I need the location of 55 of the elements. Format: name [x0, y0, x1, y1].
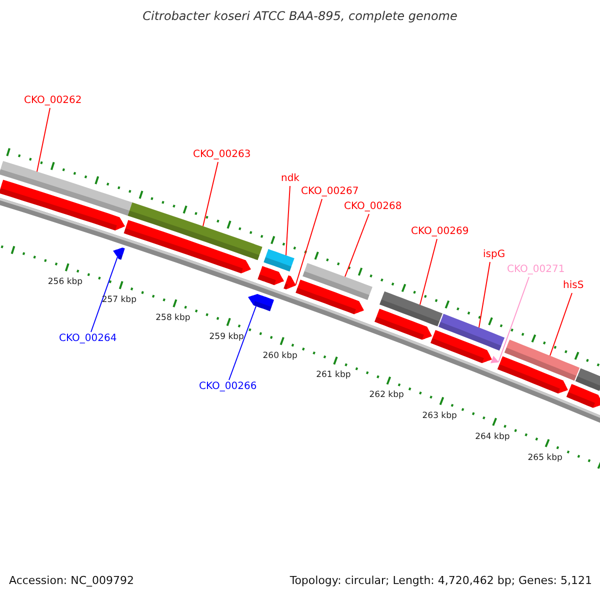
- title: Citrobacter koseri ATCC BAA-895, complete genome: [142, 9, 458, 23]
- leader-line: [286, 186, 290, 256]
- leader-line: [420, 238, 438, 306]
- gene-feature: [566, 384, 600, 408]
- gene-bar: [575, 368, 600, 391]
- leader-line: [550, 292, 572, 356]
- leader-line: [478, 262, 490, 328]
- gene-label: ndk: [281, 173, 300, 185]
- gene-feature: [124, 220, 251, 274]
- gene-bar: [302, 263, 372, 300]
- scale-label: 264 kbp: [475, 432, 510, 442]
- gene-bar: [0, 161, 132, 216]
- gene-feature: [374, 308, 432, 340]
- gene-feature: [497, 356, 568, 394]
- gene-feature: [0, 180, 125, 230]
- gene-bar: [264, 249, 294, 272]
- footer-text: Accession: NC_009792: [9, 574, 134, 588]
- scale-label: 262 kbp: [369, 390, 404, 400]
- scale-label: 263 kbp: [422, 410, 457, 421]
- scale-label: 261 kbp: [316, 370, 351, 380]
- leader-line: [90, 256, 118, 332]
- gene-feature: [248, 294, 274, 312]
- gene-label: hisS: [563, 280, 584, 292]
- scale-label: 256 kbp: [48, 277, 83, 288]
- gene-label: CKO_00262: [24, 95, 82, 107]
- gene-label: CKO_00266: [199, 381, 257, 393]
- gene-label: CKO_00264: [59, 333, 117, 345]
- scale-label: 258 kbp: [156, 313, 190, 324]
- gene-label: CKO_00263: [193, 149, 251, 161]
- gene-label: CKO_00269: [411, 226, 469, 238]
- gene-label: CKO_00271: [507, 264, 565, 276]
- leader-line: [202, 162, 218, 227]
- scale-label: 265 kbp: [528, 452, 562, 463]
- gene-bar: [438, 314, 505, 351]
- gene-feature: [284, 275, 296, 290]
- scale-label: 259 kbp: [209, 332, 244, 342]
- scale-label: 257 kbp: [102, 294, 136, 305]
- gene-feature: [430, 330, 492, 364]
- gene-feature: [113, 248, 125, 260]
- gene-feature: [490, 356, 499, 364]
- leader-line: [295, 198, 322, 286]
- gene-feature: [296, 280, 364, 314]
- leader-line: [498, 276, 530, 362]
- gene-bar: [380, 291, 442, 326]
- gene-label: CKO_00267: [301, 186, 359, 198]
- leader-line: [344, 214, 370, 278]
- gene-bar: [504, 340, 580, 381]
- leader-line: [228, 306, 256, 380]
- scale-label: 260 kbp: [262, 350, 298, 361]
- gene-label: CKO_00268: [344, 201, 402, 213]
- leader-line: [36, 108, 50, 172]
- footer-text: Topology: circular; Length: 4,720,462 bp; Genes: 5,121: [290, 574, 592, 588]
- gene-label: ispG: [483, 249, 506, 261]
- gene-bar: [128, 202, 262, 260]
- gene-feature: [258, 266, 284, 286]
